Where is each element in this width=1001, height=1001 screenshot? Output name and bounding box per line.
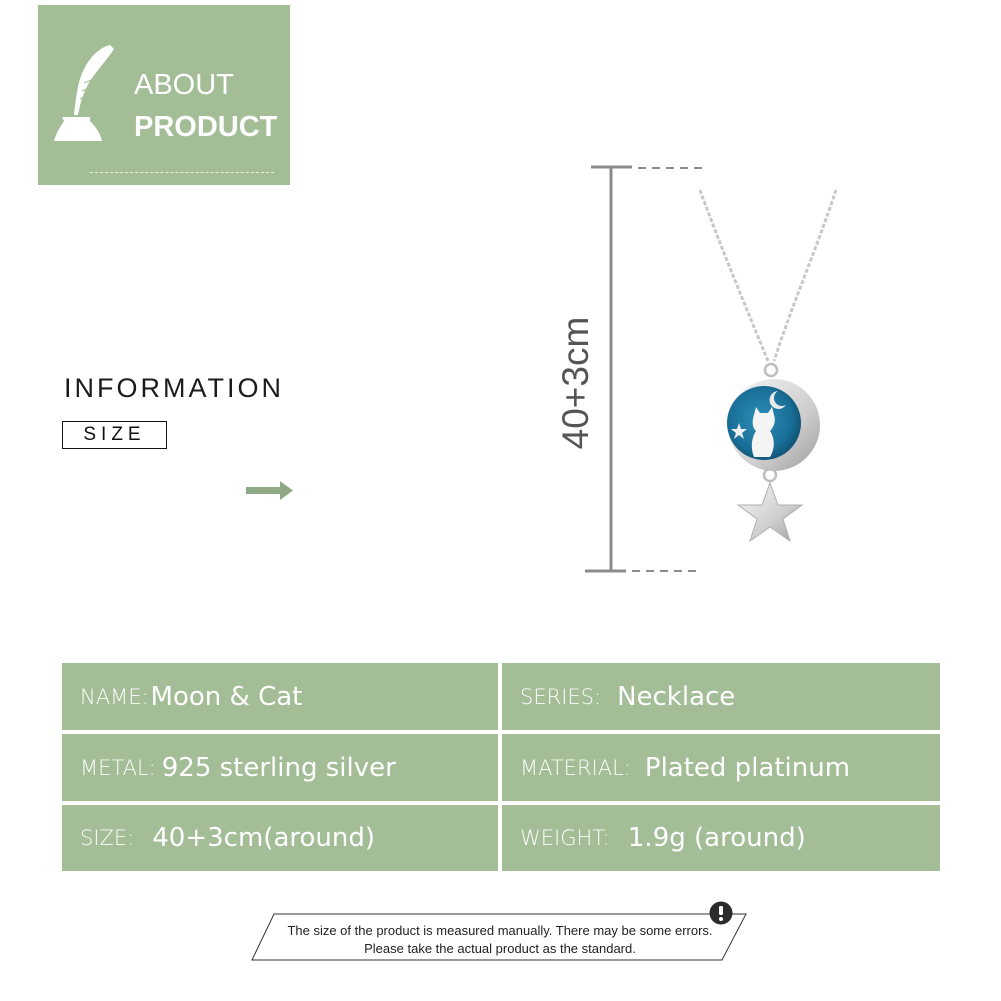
spec-cell-metal: METAL: 925 sterling silver bbox=[62, 734, 498, 801]
spec-value: 40+3cm(around) bbox=[152, 823, 376, 853]
spec-value: 925 sterling silver bbox=[161, 752, 396, 783]
spec-label: METAL: bbox=[80, 755, 156, 780]
disclaimer-line-1: The size of the product is measured manu… bbox=[287, 923, 713, 938]
spec-label: WEIGHT: bbox=[520, 826, 610, 850]
spec-value: Plated platinum bbox=[644, 752, 851, 783]
measurement-ruler bbox=[585, 165, 702, 573]
dashed-divider bbox=[90, 172, 274, 173]
size-badge: SIZE bbox=[62, 421, 167, 449]
measurement-label: 40+3cm bbox=[546, 312, 606, 452]
arrow-right-icon bbox=[246, 481, 293, 500]
spec-cell-size: SIZE: 40+3cm(around) bbox=[62, 805, 498, 871]
about-product-banner: ABOUT PRODUCT bbox=[38, 5, 290, 185]
spec-cell-weight: WEIGHT: 1.9g (around) bbox=[502, 805, 940, 871]
measurement-disclaimer: The size of the product is measured manu… bbox=[250, 901, 750, 962]
spec-label: SIZE: bbox=[80, 826, 135, 850]
information-heading: INFORMATION bbox=[64, 373, 284, 403]
spec-cell-series: SERIES: Necklace bbox=[502, 663, 940, 730]
about-label: ABOUT bbox=[134, 69, 234, 101]
spec-cell-material: MATERIAL: Plated platinum bbox=[502, 734, 940, 801]
spec-label: NAME: bbox=[80, 684, 149, 709]
product-label: PRODUCT bbox=[134, 111, 278, 143]
parallelogram-frame bbox=[251, 913, 747, 961]
measurement-value: 40+3cm bbox=[555, 316, 596, 450]
necklace-product-image bbox=[698, 189, 838, 543]
quill-inkpot-icon bbox=[54, 45, 114, 141]
spec-value: Necklace bbox=[617, 681, 736, 712]
spec-value: 1.9g (around) bbox=[627, 823, 806, 853]
exclamation-icon bbox=[709, 901, 733, 925]
spec-value: Moon & Cat bbox=[150, 681, 303, 712]
disclaimer-line-2: Please take the actual product as the st… bbox=[364, 941, 636, 956]
spec-cell-name: NAME: Moon & Cat bbox=[62, 663, 498, 730]
spec-label: MATERIAL: bbox=[520, 755, 631, 780]
spec-table: NAME: Moon & Cat SERIES: Necklace METAL:… bbox=[62, 663, 940, 871]
spec-label: SERIES: bbox=[520, 684, 602, 709]
